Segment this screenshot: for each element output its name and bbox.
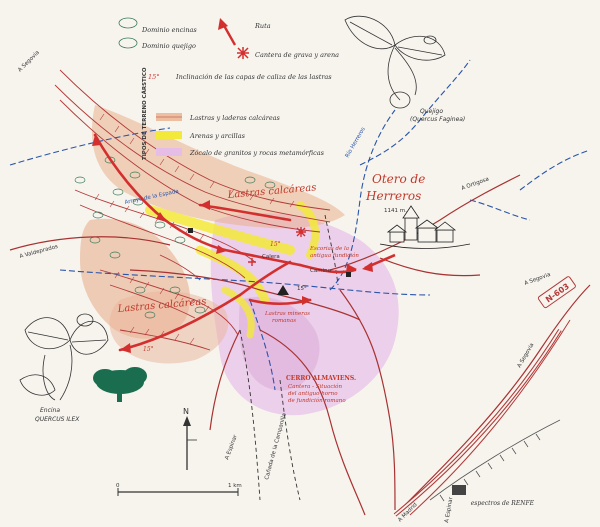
legend: Dominio encinas Dominio quejigo Ruta Can… [118, 17, 339, 160]
north-label: N [183, 407, 189, 416]
north-arrow: N [183, 407, 197, 470]
zocalo-area-2 [239, 296, 320, 391]
arenas-band-1 [145, 205, 295, 255]
map-credit: espectros de RENFE [470, 500, 534, 507]
label-cerro-almaviens: CERRO ALMAVIENS. [286, 375, 356, 382]
highway-n603 [393, 319, 571, 517]
label-cerro-line2: Cantera - Situación [288, 383, 342, 390]
quejigo-caption-name: Quejigo [420, 108, 443, 115]
scale-one: 1 km [228, 483, 242, 489]
label-escorias-line1: Escorias de la [309, 246, 349, 252]
route-arrowheads [92, 135, 357, 353]
quejigo-legend-icon [118, 37, 138, 49]
label-cerro-line4: de fundición romano [288, 397, 346, 404]
scale-bar: 0 1 km [116, 483, 242, 496]
arenas-band-2 [195, 245, 270, 305]
encina-legend-icon [118, 17, 138, 29]
cantera-legend-icon [237, 47, 249, 59]
dip-angle-2: 15° [270, 241, 281, 248]
label-otero: Otero de [372, 172, 425, 186]
arenas-band-3 [296, 201, 320, 259]
encina-caption-name: Encina [40, 407, 60, 414]
quejigo-caption-latin: (Quercus Faginea) [410, 116, 465, 123]
label-lastras-romanas: romanas [272, 318, 296, 324]
legend-terrain-title: TIPOS DE TERRENO CÁRSTICO [141, 67, 148, 160]
route-legend-arrowhead [218, 18, 228, 30]
tunnel-marker [452, 485, 466, 495]
dip-angle-3: 15° [297, 286, 307, 292]
label-to-espinar-2: A Espinar [444, 496, 455, 523]
legend-encinas: Dominio encinas [141, 26, 197, 34]
legend-quejigo: Dominio quejigo [141, 42, 196, 50]
label-lastras-mineras: Lastras mineras [264, 311, 310, 317]
scale-zero: 0 [116, 483, 120, 489]
route-to-otero-head [362, 262, 373, 272]
encina-tree-silhouette [93, 367, 147, 402]
legend-ruta: Ruta [254, 22, 271, 30]
arenas-band-4 [221, 286, 255, 339]
dip-angle-1: 15° [143, 346, 154, 353]
village-otero-de-herreros [379, 205, 471, 249]
lastras-hatch-ticks [94, 113, 295, 345]
label-escorias-line2: antigua fundición [310, 252, 359, 259]
inclinacion-legend-symbol: 15° [148, 73, 160, 81]
route [93, 133, 357, 352]
zocalo-swatch [156, 148, 182, 156]
label-elevation: 1141 m. [384, 208, 407, 214]
canada-track-2 [279, 379, 301, 501]
calera-marks [188, 228, 351, 295]
canada-track [239, 329, 261, 501]
canada-track-3 [324, 214, 339, 286]
encina-caption-latin: QUERCUS ILEX [35, 416, 80, 423]
label-calera: Calera [262, 254, 280, 260]
legend-lastras: Lastras y laderas calcáreas [189, 114, 281, 122]
arenas-swatch [156, 131, 182, 139]
legend-zocalo: Zócalo de granitos y rocas metamórficas [189, 149, 325, 157]
label-camino: Camino [310, 268, 332, 274]
quejigo-leaf-illustration [344, 15, 446, 109]
roads [9, 174, 591, 516]
legend-inclinacion: Inclinación de las capas de caliza de la… [175, 73, 332, 81]
legend-arenas: Arenas y arcillas [189, 132, 246, 140]
label-herreros: Herreros [365, 189, 421, 203]
legend-cantera: Cantera de grava y arena [255, 51, 339, 59]
cantera-symbols [248, 227, 306, 266]
label-cerro-line3: del antiguo horno [288, 391, 338, 397]
lastras-area-north [91, 105, 345, 229]
